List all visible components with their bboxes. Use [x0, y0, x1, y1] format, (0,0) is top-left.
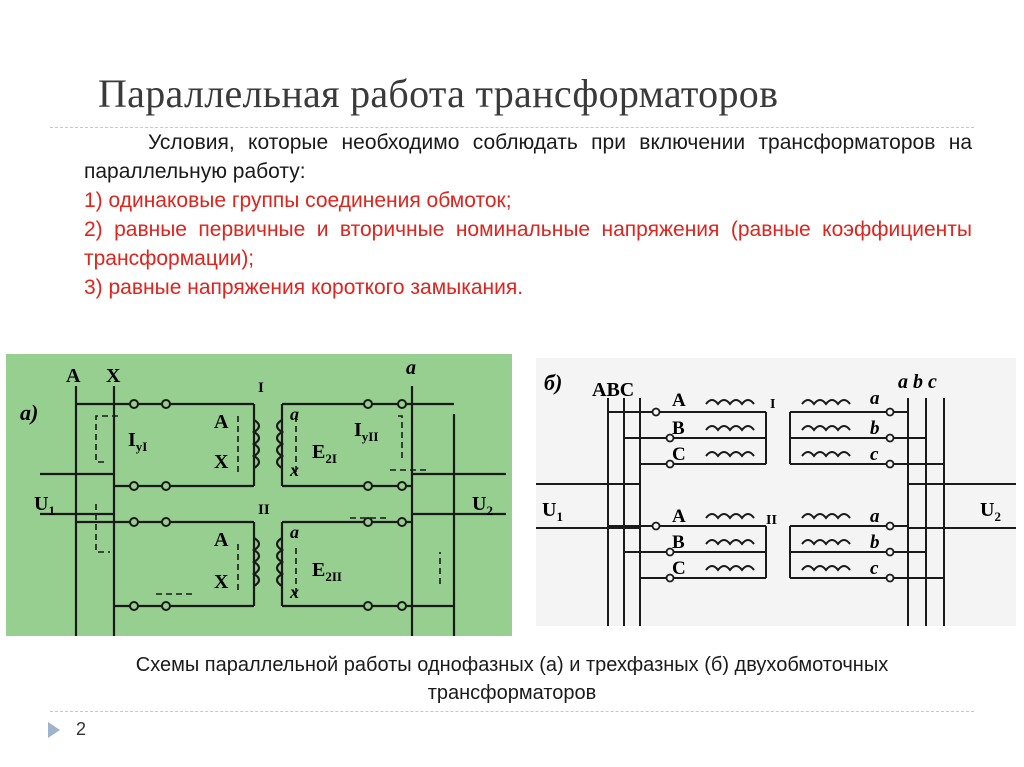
- t2-phase-a: a: [870, 506, 880, 527]
- single-phase-labels: а) A X a I II A X A X a x a x IуI IуII E…: [20, 357, 493, 602]
- condition-3: 3) равные напряжения короткого замыкания…: [84, 276, 524, 299]
- slide-nav-arrow-icon[interactable]: [46, 721, 62, 739]
- three-phase-t1-label: I: [770, 397, 775, 412]
- t1-phase-A: A: [672, 390, 686, 411]
- t1-phase-a: a: [870, 388, 880, 409]
- t2-phase-c: c: [870, 558, 879, 579]
- voltage-u2-label: U2: [472, 493, 493, 518]
- emf-2-label: E2II: [312, 559, 342, 584]
- t1-phase-c: c: [870, 444, 879, 465]
- t2-phase-C: C: [672, 558, 686, 579]
- primary-buses-label: ABC: [592, 379, 634, 401]
- t2-phase-A: A: [672, 506, 686, 527]
- page-number: 2: [76, 719, 87, 739]
- primary-2-start: A: [214, 529, 229, 551]
- t1-phase-B: B: [672, 418, 685, 439]
- t1-phase-b: b: [870, 418, 880, 439]
- bus-X-label: X: [106, 365, 121, 387]
- three-phase-u1-label: U1: [542, 499, 563, 524]
- diagram-three-phase: б) ABC a b c I II A B C a b c A B C a b …: [536, 358, 1016, 626]
- three-phase-labels: б) ABC a b c I II A B C a b c A B C a b …: [542, 370, 1001, 579]
- figure-caption: Схемы параллельной работы однофазных (а)…: [135, 654, 889, 704]
- condition-1: 1) одинаковые группы соединения обмоток;: [84, 189, 512, 212]
- slide-title: Параллельная работа трансформаторов: [98, 71, 779, 116]
- t2-phase-B: B: [672, 532, 685, 553]
- conditions-block: Условия, которые необходимо соблюдать пр…: [84, 128, 972, 302]
- three-phase-u2-label: U2: [980, 499, 1001, 524]
- secondary-1-end: x: [289, 460, 299, 480]
- panel-a-label: а): [20, 400, 38, 425]
- intro-text: Условия, которые необходимо соблюдать пр…: [84, 131, 972, 183]
- secondary-1-start: a: [290, 404, 299, 424]
- primary-1-end: X: [214, 451, 229, 473]
- bus-A-label: A: [66, 365, 81, 387]
- transformer-2-label: II: [258, 502, 270, 518]
- single-phase-schematic: а) A X a I II A X A X a x a x IуI IуII E…: [20, 357, 506, 636]
- condition-2: 2) равные первичные и вторичные номиналь…: [84, 218, 972, 270]
- transformer-1-label: I: [258, 380, 264, 396]
- three-phase-schematic: б) ABC a b c I II A B C a b c A B C a b …: [536, 370, 1016, 626]
- secondary-buses-label: a b c: [898, 371, 937, 393]
- voltage-u1-label: U1: [34, 493, 55, 518]
- secondary-2-end: x: [289, 582, 299, 602]
- primary-2-end: X: [214, 571, 229, 593]
- three-phase-t2-label: II: [766, 513, 777, 528]
- title-divider: [50, 127, 974, 128]
- t1-phase-C: C: [672, 444, 686, 465]
- panel-b-label: б): [544, 370, 562, 395]
- current-1-label: IуI: [128, 429, 147, 454]
- emf-1-label: E2I: [312, 441, 337, 466]
- t2-phase-b: b: [870, 532, 880, 553]
- bus-a-label: a: [406, 357, 416, 379]
- current-2-label: IуII: [354, 419, 378, 444]
- secondary-2-start: a: [290, 522, 299, 542]
- primary-1-start: A: [214, 411, 229, 433]
- footer-divider: [50, 711, 974, 712]
- diagram-single-phase: а) A X a I II A X A X a x a x IуI IуII E…: [6, 354, 512, 636]
